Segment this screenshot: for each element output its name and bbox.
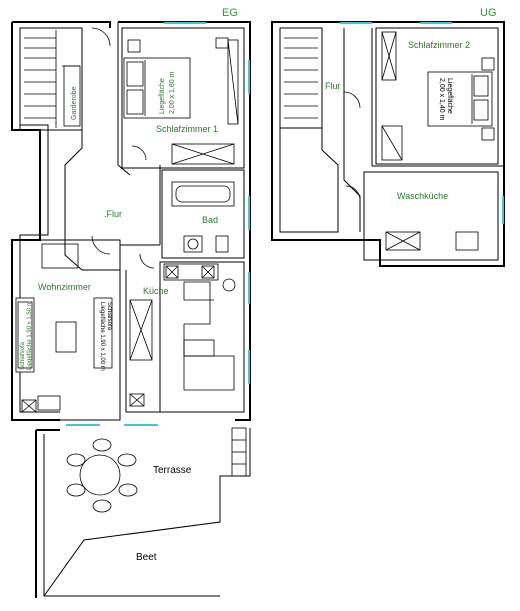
ug-laundry-label: Waschküche bbox=[397, 191, 448, 201]
eg-kitchen bbox=[159, 261, 245, 413]
floor-label-ug: UG bbox=[480, 7, 497, 19]
eg-toilet bbox=[215, 235, 229, 253]
eg-bedroom-1 bbox=[121, 27, 245, 169]
eg-living-label: Wohnzimmer bbox=[38, 282, 91, 292]
ug-bed-2-size: 2,00 x 1,40 m bbox=[438, 78, 445, 121]
eg-kitchen-counter bbox=[163, 263, 219, 281]
eg-sofa-1-name: Schlafsofa bbox=[20, 341, 26, 370]
terrace: Terrasse Beet bbox=[35, 427, 251, 598]
ug-stairwell bbox=[279, 27, 323, 129]
ug-laundry-cabinet bbox=[385, 231, 421, 251]
ug-bed-2 bbox=[427, 71, 493, 127]
ug-bedroom-2 bbox=[375, 27, 499, 165]
eg-bed-1 bbox=[123, 57, 191, 119]
eg-bedroom-1-nightstand-b bbox=[215, 37, 229, 49]
eg-bedroom-1-label: Schlafzimmer 1 bbox=[156, 124, 218, 134]
eg-bedroom-1-cabinet bbox=[227, 39, 239, 125]
ground-floor: Garderobe Liegefläche 2,00 x 1,80 m Schl… bbox=[11, 21, 251, 426]
eg-stairs bbox=[24, 30, 80, 128]
eg-kitchen-table bbox=[183, 281, 235, 391]
ug-bedroom-label: Schlafzimmer 2 bbox=[408, 40, 470, 50]
floor-label-eg: EG bbox=[222, 7, 238, 19]
eg-garderobe bbox=[63, 65, 81, 127]
eg-stairwell bbox=[19, 27, 83, 131]
eg-bed-1-name: Liegefläche bbox=[159, 78, 166, 114]
eg-tv-cabinet bbox=[41, 243, 79, 269]
ug-stairs bbox=[284, 37, 318, 119]
eg-sofa-1-size: Liegefläche 1,90 x 1,50 m bbox=[27, 301, 33, 370]
terrace-edge bbox=[43, 428, 251, 597]
ug-hall-label: Flur bbox=[325, 81, 341, 91]
eg-sofa-1 bbox=[15, 297, 35, 373]
eg-bedroom-1-wardrobe bbox=[171, 143, 235, 165]
eg-kitchen-label: Küche bbox=[143, 286, 169, 296]
ug-wardrobe-1 bbox=[381, 31, 397, 81]
upper-floor: Flur Liegefläche 2,00 x 1,40 m Schlafzim… bbox=[271, 21, 505, 267]
ug-wardrobe-2 bbox=[381, 125, 403, 161]
eg-living-stove bbox=[37, 395, 61, 411]
eg-sofa-2-size: Liegefläche 1,90 x 1,00 m bbox=[99, 302, 105, 371]
eg-sofa-2 bbox=[93, 297, 113, 369]
eg-bed-1-size: 2,00 x 1,80 m bbox=[169, 71, 176, 114]
beet-label: Beet bbox=[136, 552, 157, 563]
eg-bath-label: Bad bbox=[202, 215, 218, 225]
ug-laundry-washer bbox=[455, 231, 479, 251]
ug-outer-wall bbox=[271, 21, 505, 267]
ug-bed-2-name: Liegefläche bbox=[446, 78, 453, 114]
eg-garderobe-label: Garderobe bbox=[71, 86, 78, 120]
terrace-table bbox=[79, 454, 121, 496]
eg-bathtub bbox=[171, 181, 235, 207]
ug-laundry bbox=[363, 171, 499, 261]
eg-hall-label: .Flur bbox=[104, 209, 122, 219]
eg-hall-cupboard bbox=[129, 299, 153, 361]
eg-hall-wall bbox=[64, 22, 161, 271]
eg-sofa-2-name: Schlafsofa bbox=[106, 302, 112, 331]
eg-coffee-table bbox=[55, 321, 77, 353]
eg-sink bbox=[183, 235, 203, 253]
terrace-label: Terrasse bbox=[153, 465, 192, 476]
eg-bedroom-1-nightstand-a bbox=[127, 39, 141, 53]
eg-kitchen-sink bbox=[222, 278, 236, 292]
eg-bathroom bbox=[161, 169, 245, 259]
